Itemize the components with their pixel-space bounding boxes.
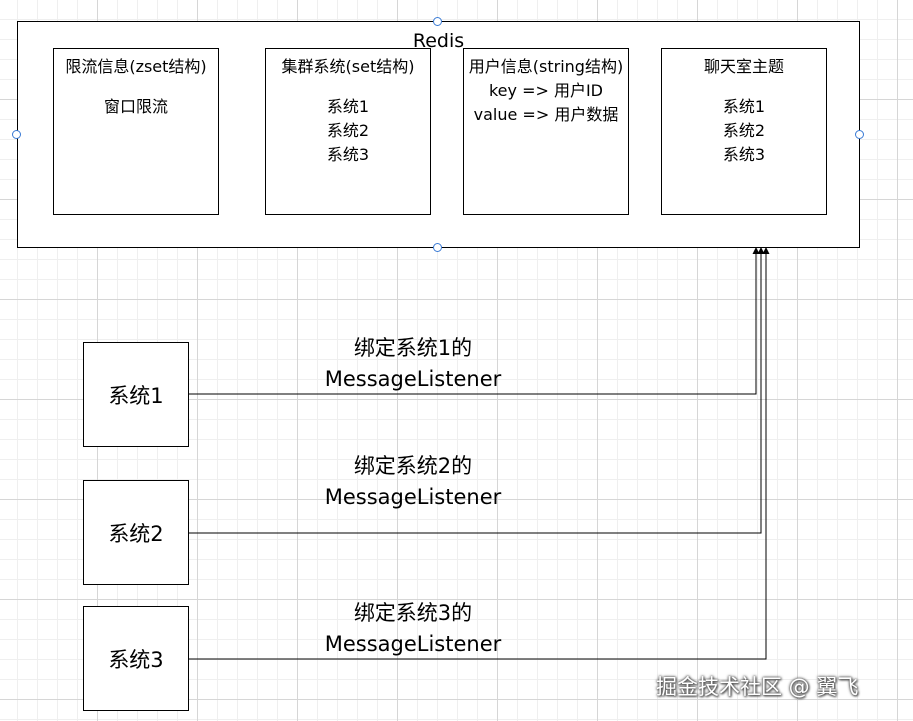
connector-system3 [189,253,767,660]
section-line: 系统2 [326,121,370,140]
arrowhead-system2 [757,247,765,254]
binding-label-line: MessageListener [324,367,502,391]
binding-label-system3: 绑定系统3的 MessageListener [300,598,526,660]
connector-system1 [189,253,757,395]
section-title: 限流信息(zset结构) [65,57,207,76]
section-line: key => 用户ID [488,81,604,100]
connector-system2 [189,253,762,534]
arrowhead-system3 [762,247,770,254]
cluster-system-section[interactable]: 集群系统(set结构) 系统1 系统2 系统3 [265,48,431,215]
resize-handle-left[interactable] [12,130,21,139]
chatroom-topic-section[interactable]: 聊天室主题 系统1 系统2 系统3 [661,48,827,215]
binding-label-line: 绑定系统2的 [353,454,473,478]
system1-node[interactable]: 系统1 [83,342,189,447]
resize-handle-top[interactable] [433,17,442,26]
section-body: 窗口限流 [58,95,214,119]
section-title: 用户信息(string结构) [468,57,624,76]
rate-limit-section[interactable]: 限流信息(zset结构) 窗口限流 [53,48,219,215]
section-body: 系统1 系统2 系统3 [270,95,426,167]
system-label: 系统3 [108,647,164,672]
binding-label-system1: 绑定系统1的 MessageListener [300,333,526,395]
resize-handle-right[interactable] [855,130,864,139]
section-line: 系统3 [722,145,766,164]
section-line: value => 用户数据 [473,105,619,124]
binding-label-line: MessageListener [324,485,502,509]
watermark: 掘金技术社区 @ 翼飞 [656,675,859,699]
binding-label-line: 绑定系统3的 [353,601,473,625]
section-title: 集群系统(set结构) [281,57,415,76]
binding-label-system2: 绑定系统2的 MessageListener [300,451,526,513]
binding-label-line: MessageListener [324,632,502,656]
system-label: 系统2 [108,521,164,546]
system3-node[interactable]: 系统3 [83,606,189,711]
system-label: 系统1 [108,383,164,408]
section-line: 系统2 [722,121,766,140]
user-info-section[interactable]: 用户信息(string结构) key => 用户ID value => 用户数据 [463,48,629,215]
system2-node[interactable]: 系统2 [83,480,189,585]
binding-label-line: 绑定系统1的 [353,336,473,360]
section-line: 窗口限流 [103,97,168,116]
section-line: 系统1 [722,97,766,116]
section-title: 聊天室主题 [703,57,784,76]
section-body: 系统1 系统2 系统3 [666,95,822,167]
resize-handle-bottom[interactable] [433,243,442,252]
section-line: 系统1 [326,97,370,116]
redis-title: Redis [412,30,465,52]
section-line: 系统3 [326,145,370,164]
arrowhead-system1 [752,247,760,254]
